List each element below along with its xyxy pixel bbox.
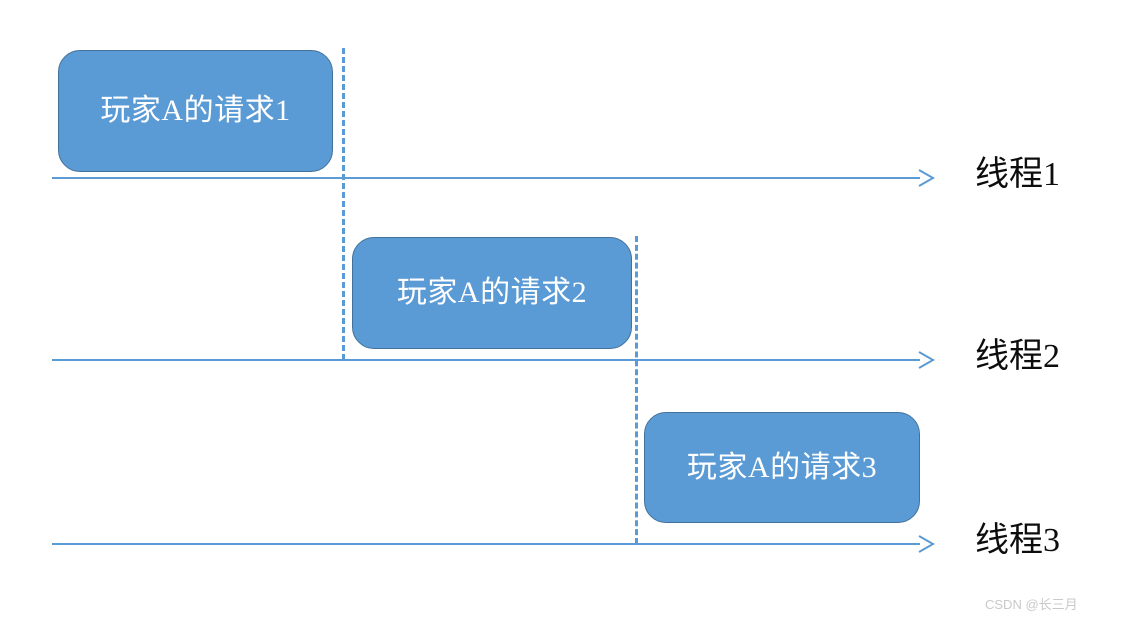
thread-1-axis-line <box>52 177 920 179</box>
thread-1-label: 线程1 <box>975 156 1060 193</box>
request-box-3[interactable]: 玩家A的请求3 <box>644 412 920 523</box>
thread-2-axis-line <box>52 359 920 361</box>
thread-3-axis-line <box>52 543 920 545</box>
thread-2-label: 线程2 <box>975 338 1060 375</box>
csdn-watermark: CSDN @长三月 <box>985 597 1078 612</box>
request-box-2[interactable]: 玩家A的请求2 <box>352 237 632 349</box>
request-box-1[interactable]: 玩家A的请求1 <box>58 50 333 172</box>
thread-3-label: 线程3 <box>975 522 1060 559</box>
request-box-2-label: 玩家A的请求2 <box>396 276 588 309</box>
sync-marker-2 <box>635 236 638 544</box>
request-box-1-label: 玩家A的请求1 <box>100 94 291 127</box>
request-box-3-label: 玩家A的请求3 <box>686 450 878 484</box>
sync-marker-1 <box>342 48 345 360</box>
